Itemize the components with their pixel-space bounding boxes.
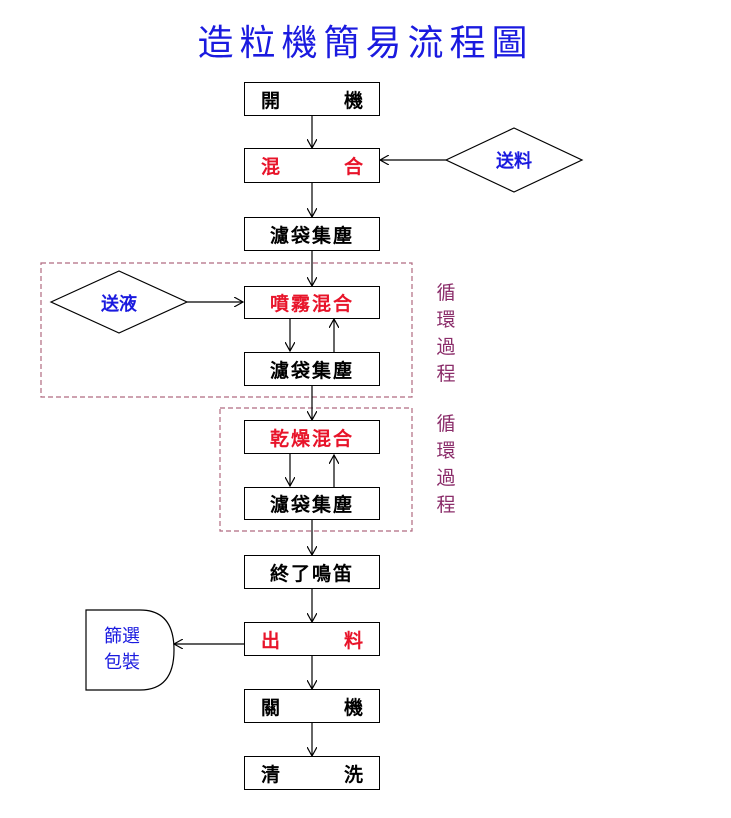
step-mix-char-2: 合 [343, 156, 363, 178]
loop-label-1-char: 循 [436, 282, 456, 304]
step-stop-box: 關 機 [244, 689, 380, 723]
step-mix-char-1: 混 [261, 156, 281, 178]
liquid-label: 送液 [101, 294, 137, 315]
feed-diamond [444, 127, 584, 193]
output-line-2: 包裝 [104, 652, 140, 673]
loop-label-2-char: 循 [436, 413, 456, 435]
loop-frame-2 [219, 407, 413, 532]
loop-label-2-char: 程 [436, 494, 456, 516]
loop-label-1-char: 過 [436, 336, 456, 358]
step-dust-collect-1: 濾袋集塵 [244, 217, 380, 251]
loop-label-2-char: 過 [436, 467, 456, 489]
loop-label-1: 循 環 過 程 [434, 280, 458, 388]
loop-label-2-char: 環 [436, 440, 456, 462]
step-mix-box: 混 合 [244, 148, 380, 183]
step-discharge-char-1: 出 [261, 629, 281, 652]
step-clean-box: 清 洗 [244, 756, 380, 790]
page-title: 造粒機簡易流程圖 [197, 23, 534, 64]
loop-label-1-char: 環 [436, 309, 456, 331]
loop-label-1-char: 程 [436, 363, 456, 385]
loop-label-2: 循 環 過 程 [434, 411, 458, 519]
step-dry-mix: 乾燥混合 [244, 420, 380, 454]
feed-label: 送料 [496, 151, 532, 172]
output-label: 篩選 包裝 [90, 624, 154, 676]
step-start-char-2: 機 [343, 89, 363, 112]
step-start-char-1: 開 [261, 89, 281, 112]
output-line-1: 篩選 [104, 626, 140, 647]
step-spray-mix: 噴霧混合 [244, 286, 380, 319]
step-discharge-char-2: 料 [343, 629, 363, 652]
step-stop-char-2: 機 [343, 696, 363, 719]
step-end-signal: 終了鳴笛 [244, 555, 380, 589]
step-start-box: 開 機 [244, 82, 380, 116]
loop-frame-1 [40, 262, 413, 398]
output-shape [85, 609, 175, 691]
step-stop-char-1: 關 [261, 696, 281, 719]
step-discharge-box: 出 料 [244, 622, 380, 656]
step-dust-collect-3: 濾袋集塵 [244, 487, 380, 520]
liquid-diamond [49, 270, 189, 334]
step-dust-collect-2: 濾袋集塵 [244, 352, 380, 386]
step-clean-char-2: 洗 [343, 763, 363, 786]
step-clean-char-1: 清 [261, 763, 281, 786]
